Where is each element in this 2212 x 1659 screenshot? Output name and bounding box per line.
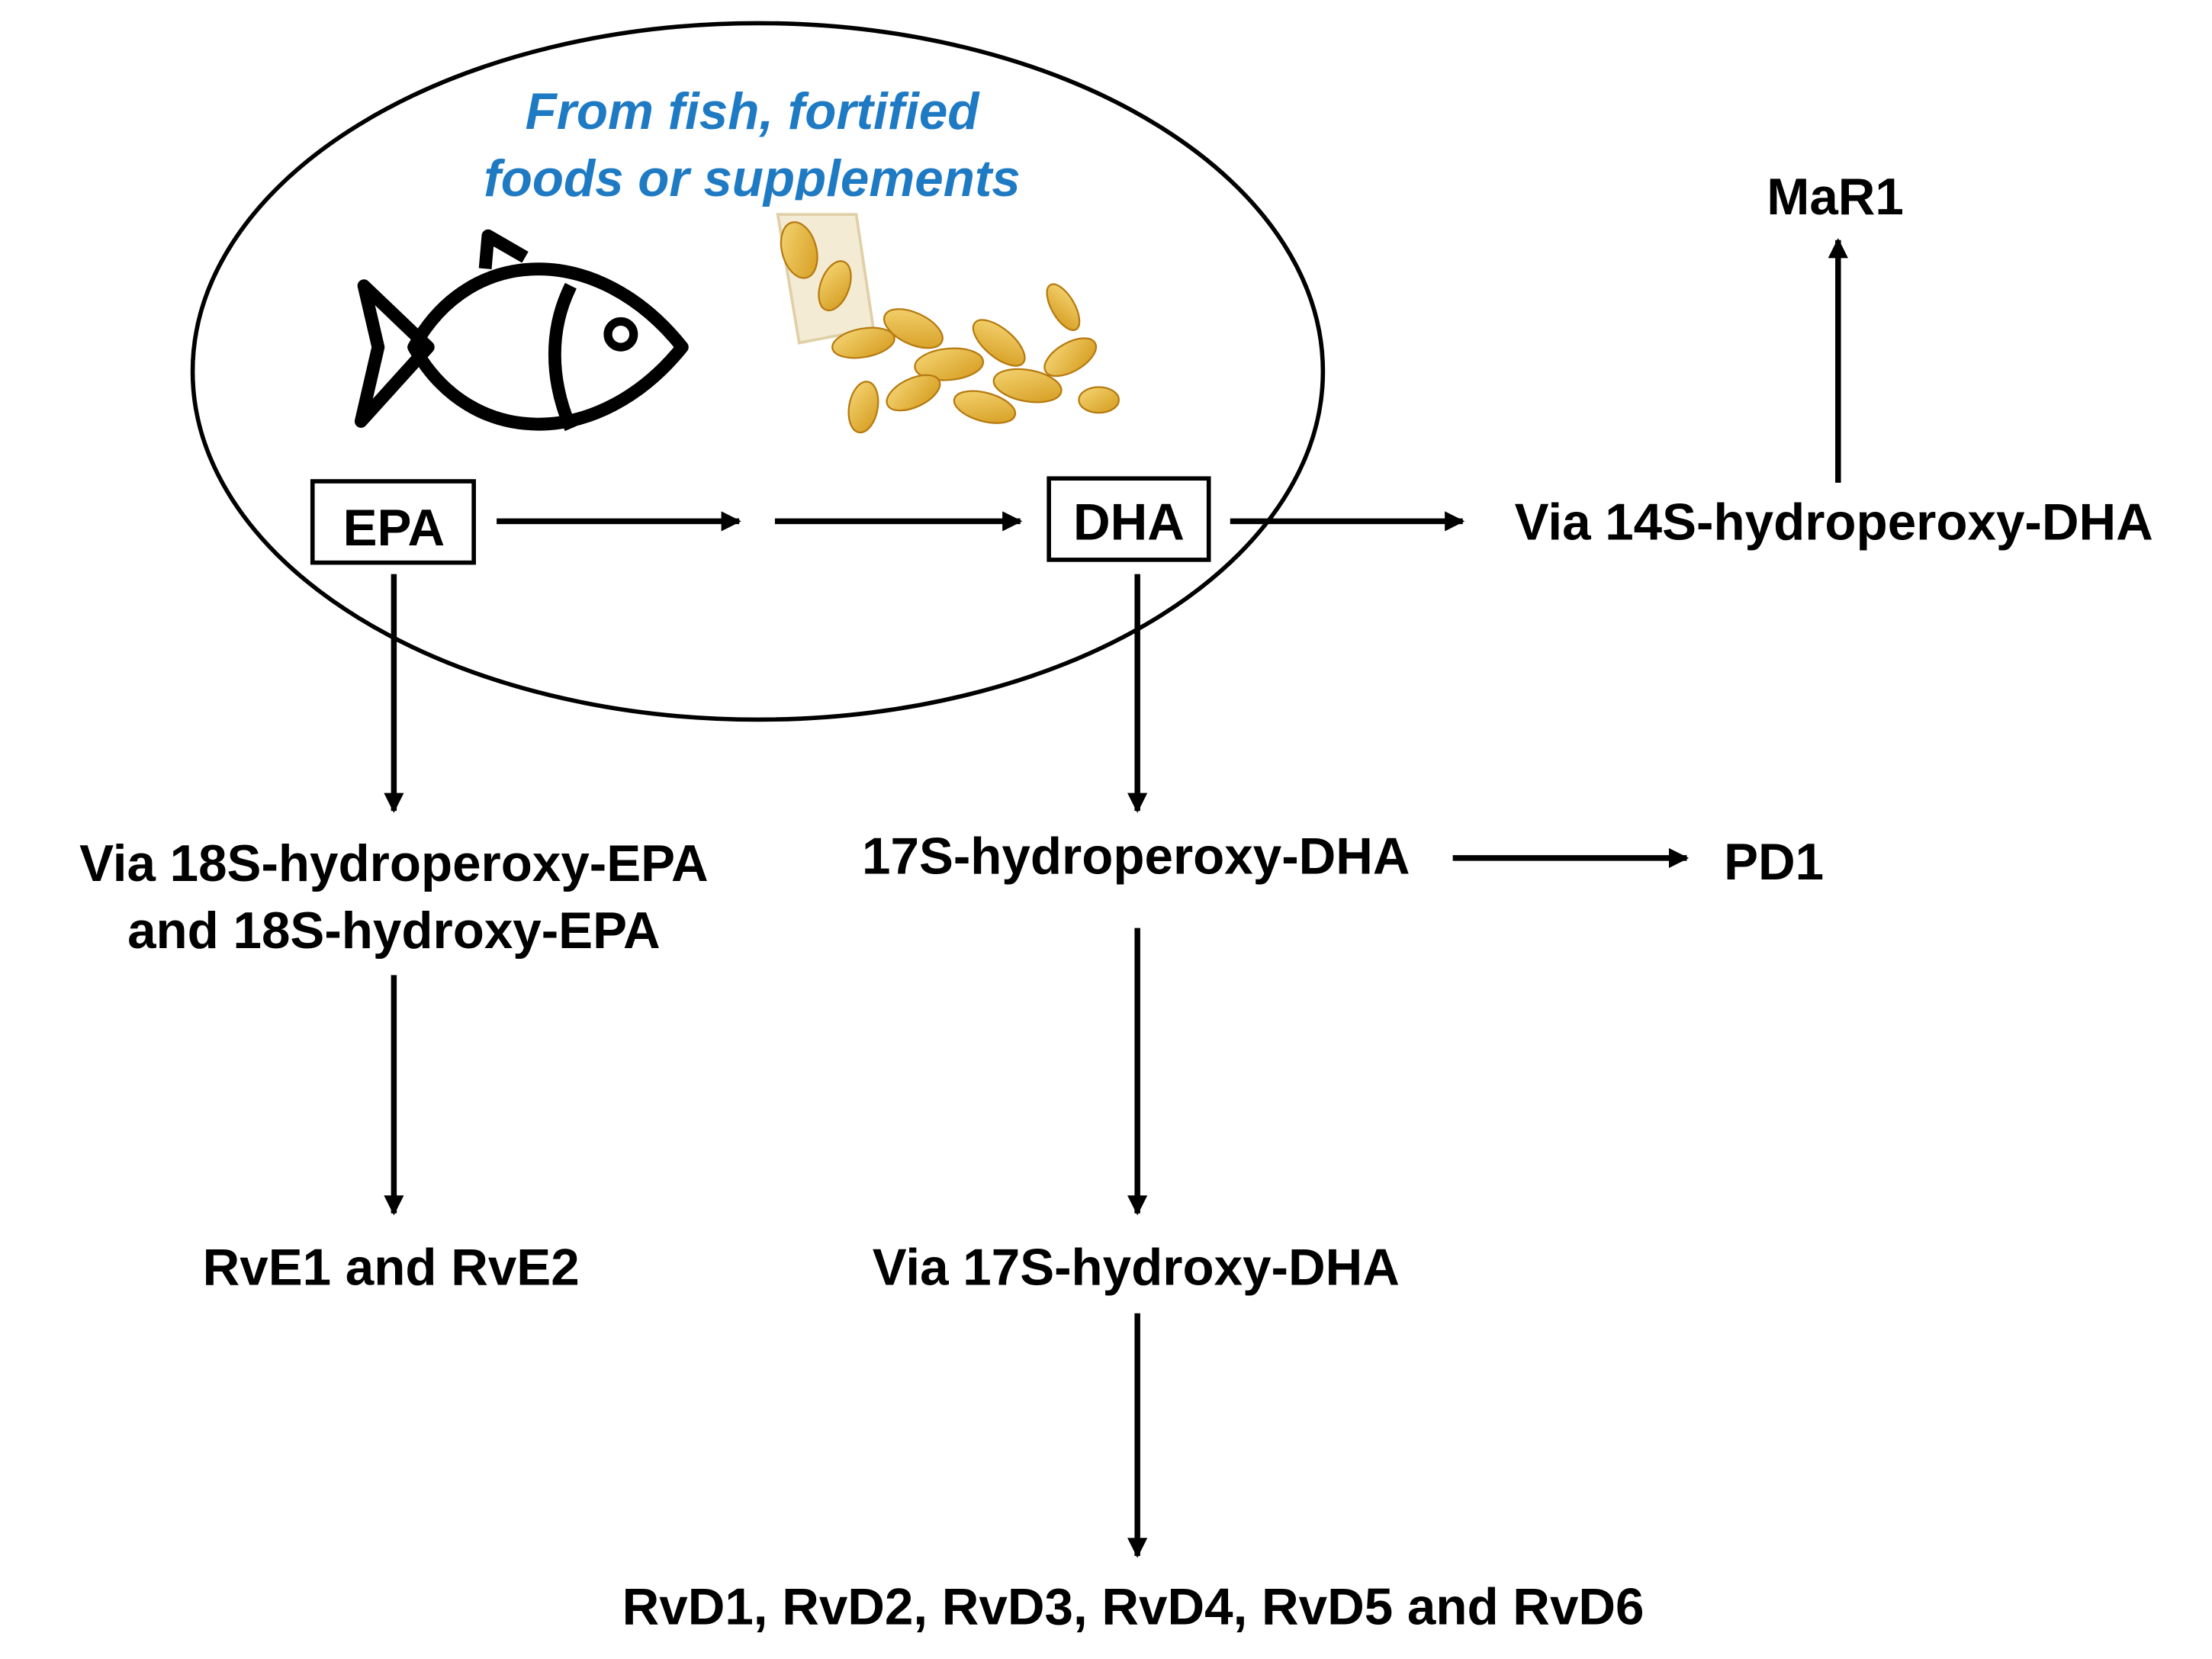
source-caption-line1: From fish, fortified <box>526 83 981 140</box>
node-pd1: PD1 <box>1724 834 1824 891</box>
node-rvd-series: RvD1, RvD2, RvD3, RvD4, RvD5 and RvD6 <box>622 1579 1645 1636</box>
node-rve1-rve2: RvE1 and RvE2 <box>203 1239 580 1296</box>
node-17s-hydroperoxy-dha: 17S-hydroperoxy-DHA <box>862 828 1410 886</box>
source-caption-line2: foods or supplements <box>484 150 1020 207</box>
node-dha: DHA <box>1047 476 1211 562</box>
node-via-18s-line2: and 18S-hydroxy-EPA <box>127 902 661 960</box>
fish-oil-capsules-image <box>774 200 1124 434</box>
fish-icon <box>354 229 689 432</box>
dietary-source-ellipse <box>190 21 1326 722</box>
node-via-18s-line1: Via 18S-hydroperoxy-EPA <box>79 835 709 892</box>
node-via-14s-hydroperoxy-dha: Via 14S-hydroperoxy-DHA <box>1515 494 2153 551</box>
node-via-17s-hydroxy-dha: Via 17S-hydroxy-DHA <box>873 1239 1400 1296</box>
node-epa: EPA <box>310 479 476 565</box>
node-dha-label: DHA <box>1073 494 1185 551</box>
node-epa-label: EPA <box>343 500 445 557</box>
node-mar1: MaR1 <box>1767 169 1904 226</box>
